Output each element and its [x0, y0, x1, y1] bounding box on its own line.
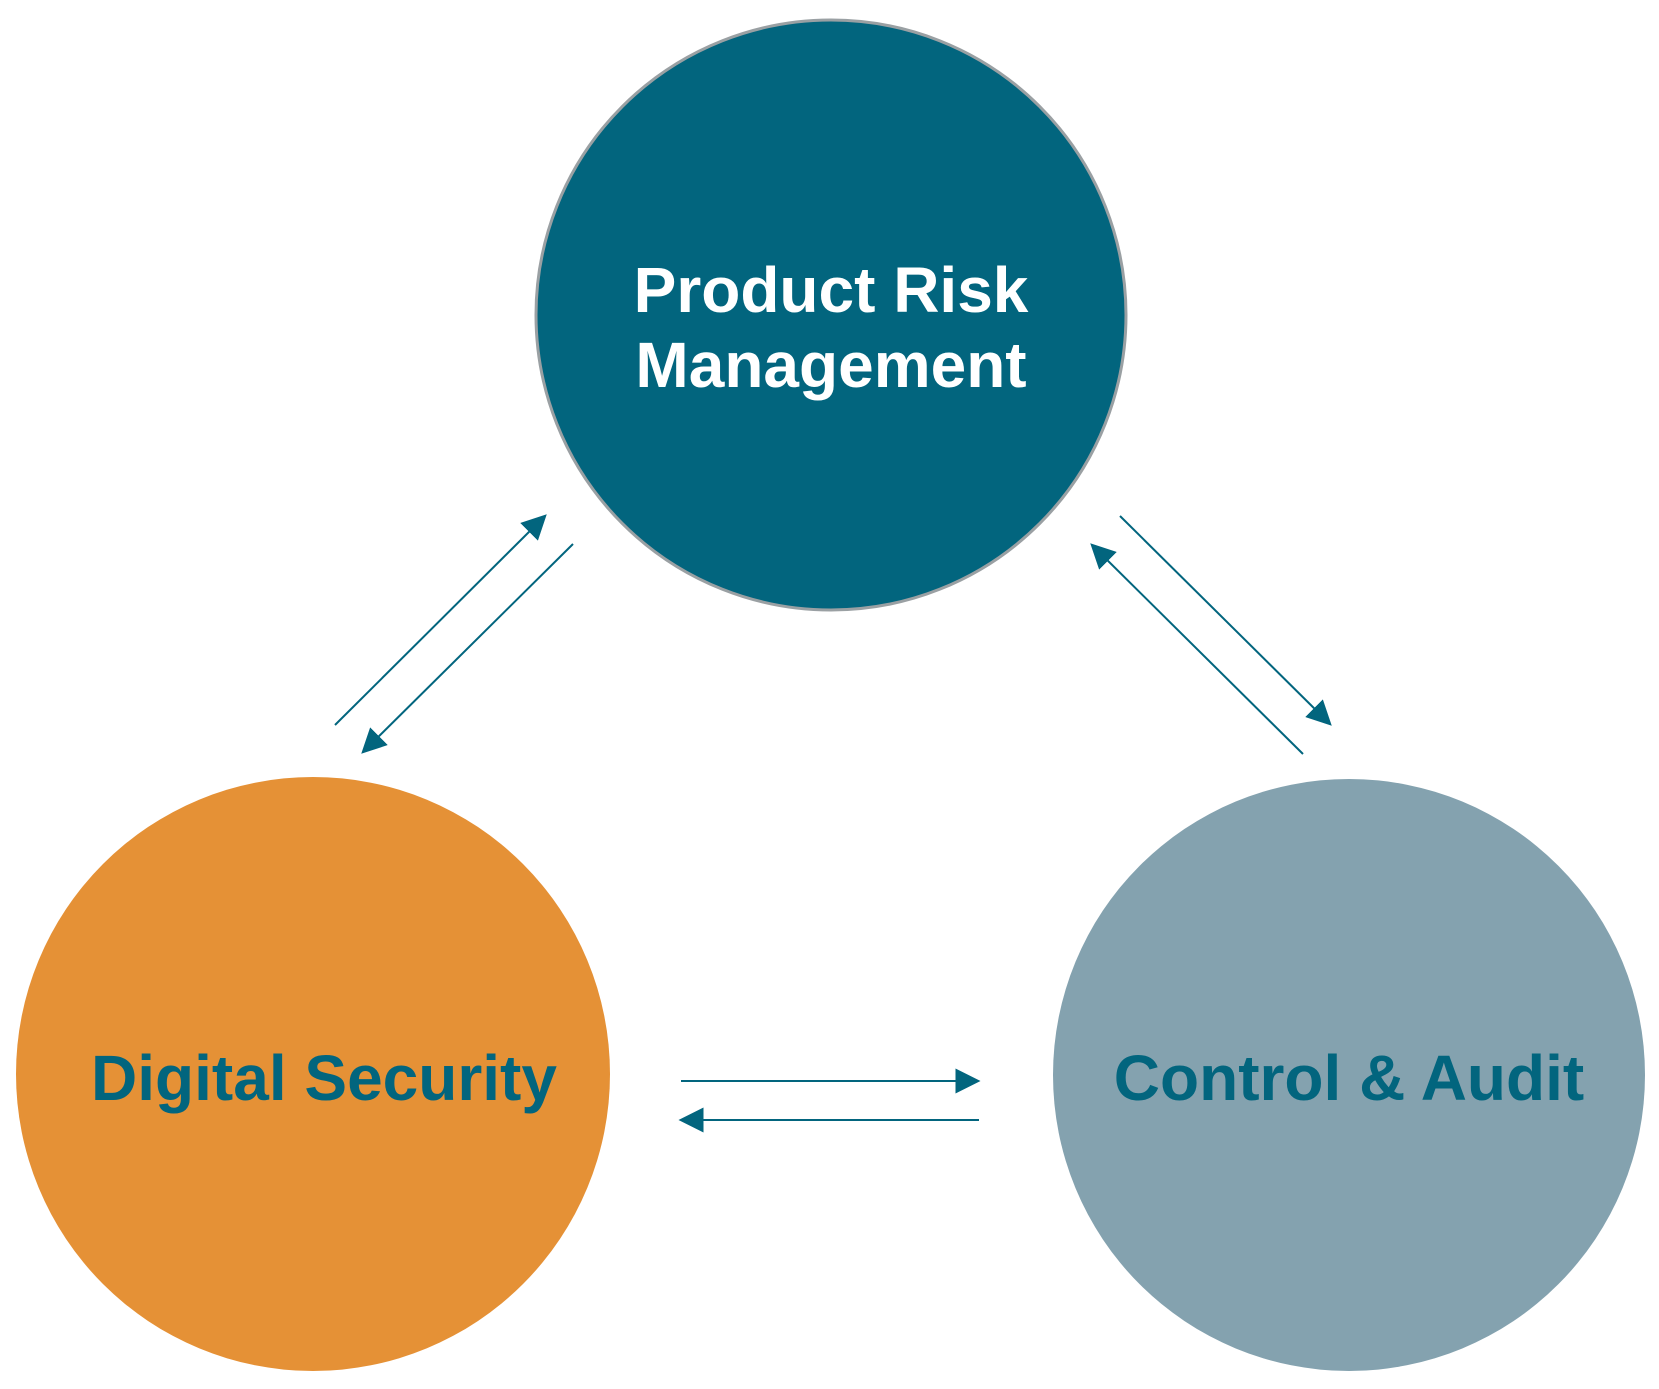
product-risk-management-circle — [534, 18, 1128, 612]
digital-security-circle — [16, 777, 610, 1371]
control-audit-label: Control & Audit — [1114, 1042, 1584, 1114]
arrow-digital-security-to-product-risk — [334, 514, 547, 726]
arrow-product-risk-to-control-audit — [1119, 515, 1332, 726]
arrow-product-risk-to-digital-security — [361, 543, 574, 754]
node-digital-security: Digital Security — [16, 777, 610, 1371]
product-risk-management-label-line2: Management — [635, 329, 1026, 401]
node-control-audit: Control & Audit — [1053, 779, 1645, 1371]
control-audit-circle — [1053, 779, 1645, 1371]
connector-arrows — [334, 514, 1332, 1133]
product-risk-management-label-line1: Product Risk — [634, 254, 1029, 326]
digital-security-label: Digital Security — [91, 1042, 557, 1114]
arrow-control-audit-to-product-risk — [1090, 543, 1304, 755]
node-product-risk-management: Product Risk Management — [534, 18, 1128, 612]
